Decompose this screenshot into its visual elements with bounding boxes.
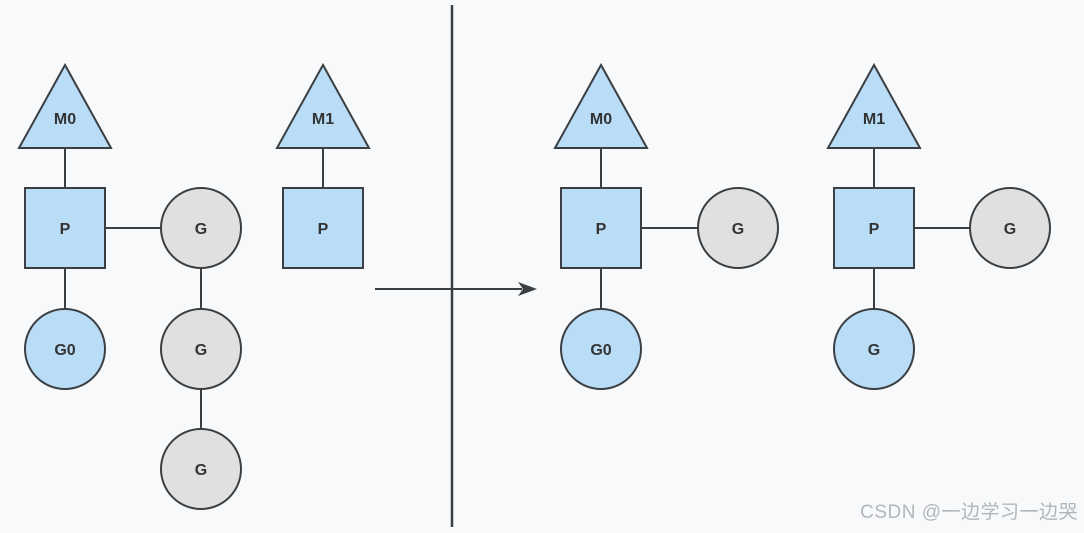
node-label-right1-g1: G	[732, 221, 744, 238]
node-right2-p	[833, 187, 915, 269]
node-left1-m0	[17, 62, 113, 149]
node-label-right2-g2: G	[868, 342, 880, 359]
node-left2-p	[282, 187, 364, 269]
node-left1-p	[24, 187, 106, 269]
node-right1-g0	[560, 308, 642, 390]
node-label-right1-g0: G0	[590, 342, 611, 359]
node-label-left2-p: P	[318, 221, 329, 238]
node-label-left1-m0: M0	[54, 111, 76, 128]
node-label-left1-g2: G	[195, 342, 207, 359]
node-left1-g0	[24, 308, 106, 390]
node-label-right2-m1: M1	[863, 111, 885, 128]
node-label-left1-g0: G0	[54, 342, 75, 359]
node-label-left1-g1: G	[195, 221, 207, 238]
node-left1-g1	[160, 187, 242, 269]
node-label-right1-p: P	[596, 221, 607, 238]
transform-arrow-head	[518, 282, 537, 296]
node-right1-m0	[553, 62, 649, 149]
node-label-right2-g1: G	[1004, 221, 1016, 238]
node-left1-g3	[160, 428, 242, 510]
node-right1-g1	[697, 187, 779, 269]
node-right2-g1	[969, 187, 1051, 269]
node-label-right2-p: P	[869, 221, 880, 238]
node-label-right1-m0: M0	[590, 111, 612, 128]
node-label-left1-g3: G	[195, 462, 207, 479]
node-left1-g2	[160, 308, 242, 390]
node-label-left1-p: P	[60, 221, 71, 238]
watermark: CSDN @一边学习一边哭	[860, 502, 1078, 523]
node-label-left2-m1: M1	[312, 111, 334, 128]
node-right1-p	[560, 187, 642, 269]
node-left2-m1	[275, 62, 371, 149]
node-right2-m1	[826, 62, 922, 149]
node-right2-g2	[833, 308, 915, 390]
